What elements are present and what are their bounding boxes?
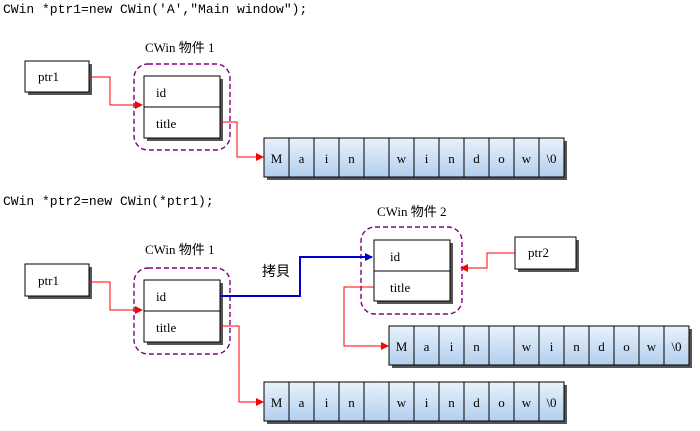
string-original-char: a bbox=[299, 395, 305, 410]
ptr1-box-2 bbox=[24, 263, 90, 297]
code-line-1: CWin *ptr1=new CWin('A',"Main window"); bbox=[3, 2, 308, 17]
object-1-title: CWin 物件 1 bbox=[145, 40, 215, 55]
string-copy-char: n bbox=[473, 339, 480, 354]
string-original-char: w bbox=[397, 395, 407, 410]
string-1-char: d bbox=[473, 151, 480, 166]
string-1-char: o bbox=[498, 151, 505, 166]
ptr2-box bbox=[514, 236, 577, 270]
string-original-char: i bbox=[325, 395, 329, 410]
string-1-char: a bbox=[299, 151, 305, 166]
object-2a-field-id: id bbox=[156, 289, 167, 304]
string-1-cell bbox=[263, 137, 290, 178]
string-copy-cell bbox=[538, 325, 565, 366]
arrow-object-2a-title-to-string-orig bbox=[220, 325, 264, 406]
string-copy-cell bbox=[413, 325, 440, 366]
object-1-outline bbox=[133, 63, 231, 151]
object-2b-title: CWin 物件 2 bbox=[377, 204, 447, 219]
string-1-cell bbox=[463, 137, 490, 178]
ptr1-label: ptr1 bbox=[38, 69, 59, 84]
ptr1-label-2: ptr1 bbox=[38, 273, 59, 288]
string-original-char: n bbox=[448, 395, 455, 410]
string-1-cell bbox=[338, 137, 365, 178]
string-1-char: \0 bbox=[546, 151, 556, 166]
arrow-ptr1-to-object-2a bbox=[89, 281, 143, 314]
string-copy-cell bbox=[388, 325, 415, 366]
string-copy-cell bbox=[613, 325, 640, 366]
ptr1-box bbox=[24, 60, 90, 93]
object-1-field-title: title bbox=[156, 116, 176, 131]
code-line-2: CWin *ptr2=new CWin(*ptr1); bbox=[3, 194, 214, 209]
string-original-cell bbox=[413, 381, 440, 422]
string-original-cell bbox=[363, 381, 390, 422]
copy-label: 拷貝 bbox=[262, 264, 290, 280]
string-copy-char: w bbox=[647, 339, 657, 354]
arrow-object-2b-title-to-string-copy bbox=[343, 286, 389, 350]
object-1-field-id: id bbox=[156, 85, 167, 100]
string-original-char: o bbox=[498, 395, 505, 410]
string-copy-cell bbox=[488, 325, 515, 366]
string-1-cell bbox=[388, 137, 415, 178]
arrow-ptr1-to-object-1 bbox=[89, 76, 143, 109]
string-1-cell bbox=[488, 137, 515, 178]
string-1-char: M bbox=[271, 151, 283, 166]
string-1-cell bbox=[438, 137, 465, 178]
string-copy-char: o bbox=[623, 339, 630, 354]
string-1-char: n bbox=[448, 151, 455, 166]
string-copy-char: n bbox=[573, 339, 580, 354]
string-copy-char: i bbox=[550, 339, 554, 354]
string-original-char: n bbox=[348, 395, 355, 410]
string-copy-char: w bbox=[522, 339, 532, 354]
string-copy-cell bbox=[463, 325, 490, 366]
arrow-ptr2-to-object-2b bbox=[460, 252, 515, 272]
string-original-cell bbox=[438, 381, 465, 422]
string-1-char: i bbox=[425, 151, 429, 166]
string-1-cell bbox=[363, 137, 390, 178]
string-1-cell bbox=[513, 137, 540, 178]
object-2a-field-title: title bbox=[156, 320, 176, 335]
string-copy-char: M bbox=[396, 339, 408, 354]
string-original-cell bbox=[538, 381, 565, 422]
string-original-char: M bbox=[271, 395, 283, 410]
string-copy-cell bbox=[638, 325, 665, 366]
string-1-cell bbox=[288, 137, 315, 178]
string-copy-cell bbox=[438, 325, 465, 366]
string-original-cell bbox=[313, 381, 340, 422]
string-1-char: w bbox=[522, 151, 532, 166]
object-2b-field-title: title bbox=[390, 280, 410, 295]
string-1-cell bbox=[313, 137, 340, 178]
string-original-cell bbox=[488, 381, 515, 422]
string-original-char: \0 bbox=[546, 395, 556, 410]
object-2b-field-id: id bbox=[390, 249, 401, 264]
string-original-char: d bbox=[473, 395, 480, 410]
ptr2-label: ptr2 bbox=[528, 245, 549, 260]
string-1-cell bbox=[538, 137, 565, 178]
string-1-char: n bbox=[348, 151, 355, 166]
string-copy-char: d bbox=[598, 339, 605, 354]
copy-arrow bbox=[220, 253, 373, 297]
string-copy-char: a bbox=[424, 339, 430, 354]
string-original-char: w bbox=[522, 395, 532, 410]
string-copy-cell bbox=[563, 325, 590, 366]
string-original-char: i bbox=[425, 395, 429, 410]
arrow-title-to-string-1 bbox=[220, 121, 264, 161]
string-1-char: i bbox=[325, 151, 329, 166]
object-2a-outline bbox=[133, 267, 231, 355]
object-2a-title: CWin 物件 1 bbox=[145, 242, 215, 257]
string-original-cell bbox=[288, 381, 315, 422]
string-copy-char: \0 bbox=[671, 339, 681, 354]
string-copy-cell bbox=[663, 325, 690, 366]
string-original-cell bbox=[463, 381, 490, 422]
string-copy-cell bbox=[513, 325, 540, 366]
string-original-cell bbox=[513, 381, 540, 422]
string-1-char: w bbox=[397, 151, 407, 166]
string-copy-char: i bbox=[450, 339, 454, 354]
